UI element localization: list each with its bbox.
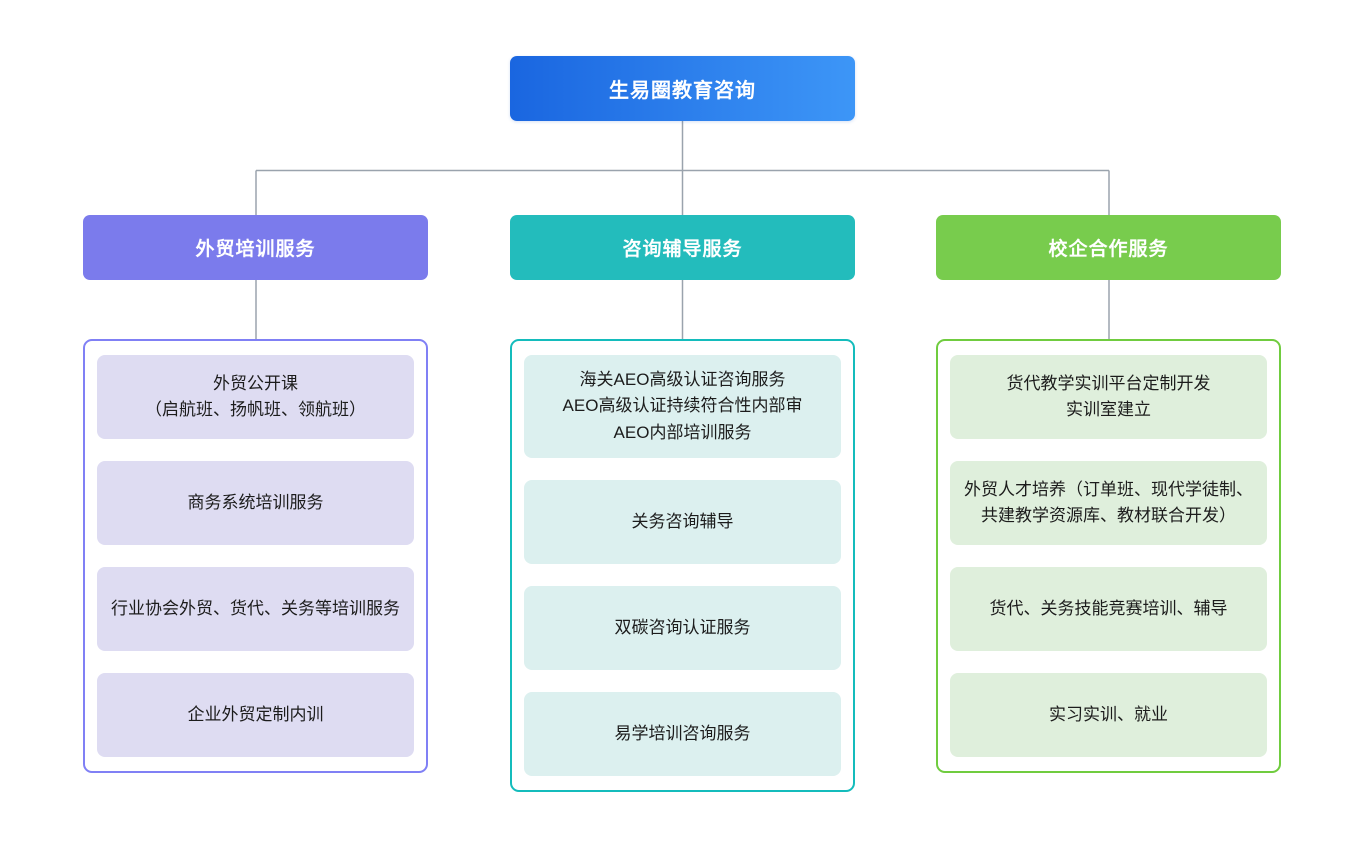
leaf-card[interactable]: 企业外贸定制内训	[97, 673, 414, 757]
leaf-card[interactable]: 海关AEO高级认证咨询服务 AEO高级认证持续符合性内部审 AEO内部培训服务	[524, 355, 841, 459]
branch-group-box-1: 海关AEO高级认证咨询服务 AEO高级认证持续符合性内部审 AEO内部培训服务 …	[510, 339, 855, 793]
branch-column-2: 校企合作服务 货代教学实训平台定制开发 实训室建立 外贸人才培养（订单班、现代学…	[936, 215, 1281, 773]
branch-column-0: 外贸培训服务 外贸公开课 （启航班、扬帆班、领航班） 商务系统培训服务 行业协会…	[83, 215, 428, 773]
branch-group-box-0: 外贸公开课 （启航班、扬帆班、领航班） 商务系统培训服务 行业协会外贸、货代、关…	[83, 339, 428, 773]
leaf-card[interactable]: 货代教学实训平台定制开发 实训室建立	[950, 355, 1267, 439]
leaf-card[interactable]: 外贸人才培养（订单班、现代学徒制、共建教学资源库、教材联合开发）	[950, 461, 1267, 545]
leaf-card[interactable]: 行业协会外贸、货代、关务等培训服务	[97, 567, 414, 651]
leaf-card[interactable]: 双碳咨询认证服务	[524, 586, 841, 671]
root-node-label: 生易圈教育咨询	[609, 80, 756, 102]
branch-group-box-2: 货代教学实训平台定制开发 实训室建立 外贸人才培养（订单班、现代学徒制、共建教学…	[936, 339, 1281, 773]
branch-header-1[interactable]: 咨询辅导服务	[510, 215, 855, 280]
leaf-card[interactable]: 货代、关务技能竞赛培训、辅导	[950, 567, 1267, 651]
branch-header-label: 外贸培训服务	[195, 239, 316, 260]
branch-header-0[interactable]: 外贸培训服务	[83, 215, 428, 280]
branch-header-2[interactable]: 校企合作服务	[936, 215, 1281, 280]
branch-column-1: 咨询辅导服务 海关AEO高级认证咨询服务 AEO高级认证持续符合性内部审 AEO…	[510, 215, 855, 793]
branch-header-label: 校企合作服务	[1048, 239, 1169, 260]
branch-header-label: 咨询辅导服务	[622, 239, 743, 260]
root-node[interactable]: 生易圈教育咨询	[510, 56, 855, 121]
leaf-card[interactable]: 关务咨询辅导	[524, 480, 841, 565]
leaf-card[interactable]: 实习实训、就业	[950, 673, 1267, 757]
leaf-card[interactable]: 易学培训咨询服务	[524, 692, 841, 777]
leaf-card[interactable]: 外贸公开课 （启航班、扬帆班、领航班）	[97, 355, 414, 439]
leaf-card[interactable]: 商务系统培训服务	[97, 461, 414, 545]
